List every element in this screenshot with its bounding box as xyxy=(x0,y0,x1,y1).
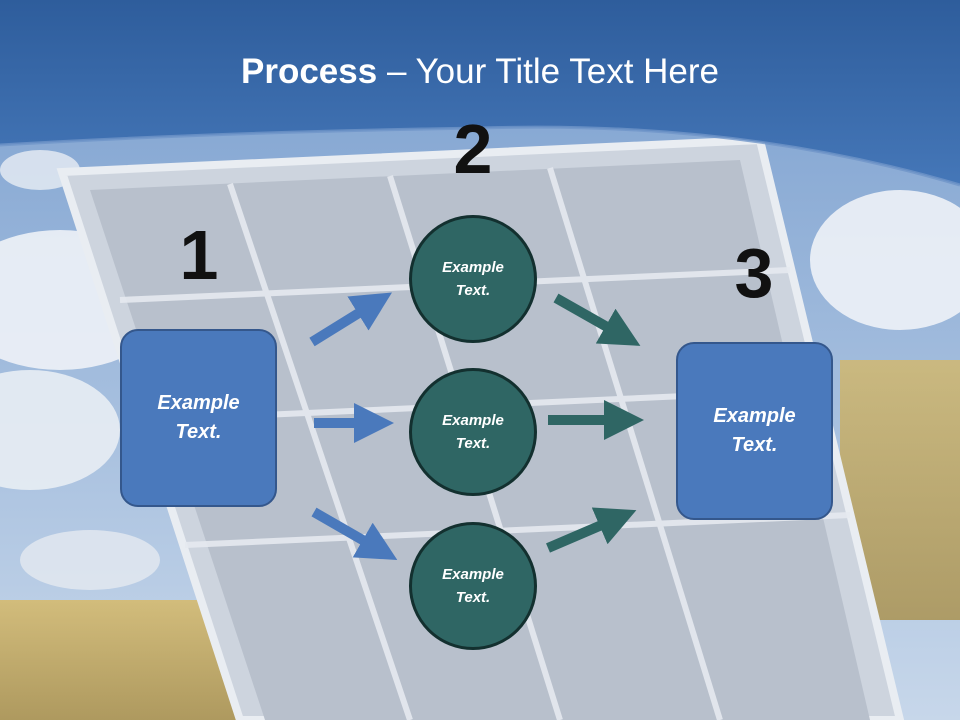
title-rest: – Your Title Text Here xyxy=(377,52,719,91)
step-2-text-top: Example Text. xyxy=(442,259,504,299)
title-bold: Process xyxy=(241,52,378,91)
step-number-3: 3 xyxy=(734,234,774,312)
step-2-circle-top: Example Text. xyxy=(409,215,537,343)
arrow-bottom-to-3 xyxy=(546,507,637,553)
step-number-1: 1 xyxy=(179,216,219,294)
step-1-text: Example Text. xyxy=(157,392,240,443)
step-2-circle-middle: Example Text. xyxy=(409,368,537,496)
step-number-2: 2 xyxy=(453,110,493,188)
step-2-text-bottom: Example Text. xyxy=(442,566,504,606)
arrow-1-to-bottom xyxy=(311,507,398,560)
arrow-1-to-top xyxy=(309,292,393,347)
step-2-text-middle: Example Text. xyxy=(442,412,504,452)
step-2-circle-bottom: Example Text. xyxy=(409,522,537,650)
step-3-box: Example Text. xyxy=(676,342,833,520)
slide-title: Process – Your Title Text Here xyxy=(0,52,960,92)
arrow-top-to-3 xyxy=(553,293,641,346)
step-1-box: Example Text. xyxy=(120,329,277,507)
step-3-text: Example Text. xyxy=(713,405,796,456)
